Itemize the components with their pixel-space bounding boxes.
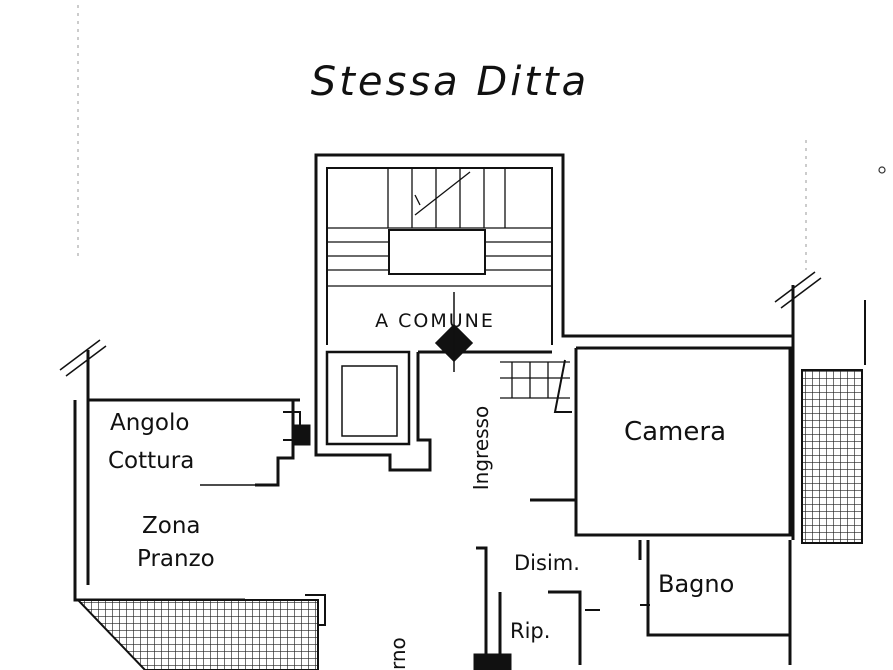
stair-treads (327, 168, 552, 287)
stairwell-walls (314, 153, 795, 540)
bedroom-door (553, 359, 572, 413)
kitchen-vent (291, 424, 311, 446)
bedroom-walls (574, 346, 792, 537)
storage-walls (476, 546, 582, 665)
balcony-bottom-left (75, 599, 319, 670)
label-entrance: Ingresso (469, 406, 493, 490)
kitchen-walls (73, 398, 300, 602)
label-kitchen-1: Angolo (110, 410, 189, 436)
label-living-partial: rno (386, 637, 410, 670)
marker-dot (878, 166, 886, 174)
label-bedroom: Camera (624, 417, 726, 447)
label-stairs: A COMUNE (375, 310, 495, 332)
hall-walls (628, 533, 642, 560)
entrance-steps (500, 361, 570, 399)
balcony-right (801, 369, 863, 544)
wall-break-left (59, 339, 107, 377)
reference-lines (77, 5, 807, 270)
label-storage: Rip. (510, 619, 550, 643)
label-hall: Disim. (514, 551, 580, 575)
storage-door (585, 604, 650, 611)
column (473, 653, 512, 670)
lift-wall (314, 345, 432, 472)
bathroom-walls (646, 540, 792, 665)
label-bath: Bagno (658, 570, 734, 598)
label-dining-2: Pranzo (137, 546, 215, 572)
label-kitchen-2: Cottura (108, 448, 194, 474)
lift-shaft (325, 350, 411, 446)
lift-cabin (341, 365, 398, 437)
walls (59, 153, 866, 670)
stair-well (388, 229, 486, 275)
label-dining-1: Zona (142, 513, 201, 539)
plan-title: Stessa Ditta (311, 59, 589, 105)
wall-break-right (774, 271, 822, 309)
